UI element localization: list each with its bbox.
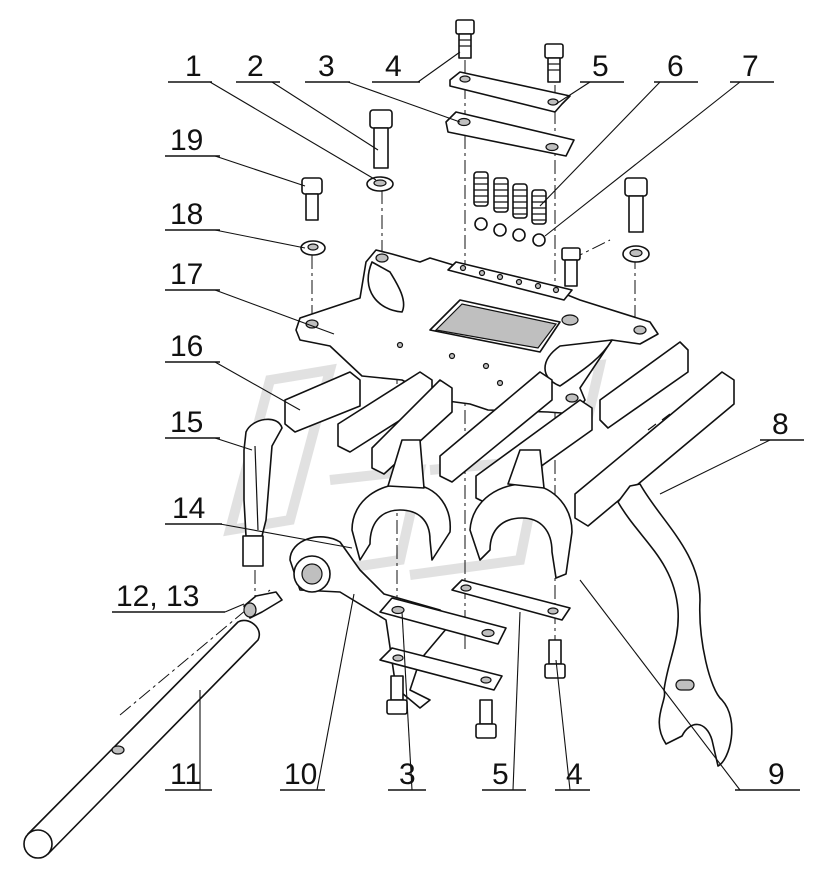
lock-plate-bottom-right [451,579,571,621]
washer-right [622,245,650,263]
shift-rail-16 [284,371,361,433]
callout-label-5-bottom: 5 [492,758,509,791]
lock-plate-bottom-left-hole-a [392,654,404,662]
callout-5-top: 5 [580,50,624,83]
callout-label-2: 2 [247,50,264,83]
cover-plate-bottom-hole-a [391,605,405,615]
bolt-part-2 [369,109,393,169]
shift-fork-right-stem [507,449,545,489]
cover-plate-top-hole-b [545,142,559,152]
bolt-right-upper [624,177,648,233]
bolt-bottom-right [544,639,566,679]
bolt-bottom-middle [475,699,497,739]
callout-label-11: 11 [170,758,201,791]
grease-fitting-part-12-13 [243,591,283,619]
callout-19: 19 [165,124,220,157]
callout-4-top: 4 [372,50,420,83]
shift-rail-back-right [599,341,689,429]
long-shift-fork-part-8 [617,483,733,767]
cover-plate-bottom-hole-b [481,628,495,638]
callout-label-7: 7 [742,50,759,83]
washer-part-18 [300,240,326,256]
lock-plate-top [449,71,571,113]
detent-springs-part-6 [473,171,547,225]
cover-plate-top [445,111,575,157]
shaft-part-11 [23,619,261,859]
callout-1: 1 [168,50,212,83]
callout-14: 14 [165,492,222,525]
housing-arm-left [367,261,405,313]
shift-fork-right [469,483,573,579]
shift-fork-middle [351,483,451,561]
shift-rail-inner-b [371,379,453,475]
callout-label-19: 19 [170,124,203,157]
shift-fork-middle-stem [387,439,425,489]
selector-lever-part-15 [243,418,283,537]
bolt-top-right [544,43,564,83]
shift-rail-notched [574,371,735,527]
callout-5-bottom: 5 [482,758,526,791]
washer-part-1 [366,176,394,192]
selector-lever-edge [254,445,259,531]
callout-label-9: 9 [768,758,785,791]
rail-notch-marks [647,413,671,431]
lock-plate-bottom-right-hole-b [547,607,559,615]
callout-label-10: 10 [284,758,317,791]
callout-label-3-top: 3 [318,50,335,83]
bolt-right-small [561,247,581,287]
detent-balls-part-7 [474,217,546,247]
callout-6: 6 [654,50,698,83]
callout-2: 2 [236,50,280,83]
bolt-top-left [455,19,475,59]
selector-lever-pin [242,535,264,567]
callout-3-top: 3 [305,50,350,83]
callout-18: 18 [165,198,220,231]
callout-label-1: 1 [185,50,202,83]
lock-plate-top-hole-a [459,75,471,83]
callout-16: 16 [165,330,220,363]
callout-15: 15 [165,406,220,439]
lock-plate-top-hole-b [547,98,559,106]
callout-9: 9 [735,758,800,791]
shift-lever-eye-bore [301,563,323,585]
callout-label-17: 17 [170,258,203,291]
callout-17: 17 [165,258,220,291]
leader-lines [199,51,771,791]
callout-10: 10 [280,758,325,791]
housing-arm-right [544,339,613,387]
lock-plate-bottom-left-hole-b [480,676,492,684]
callout-label-6: 6 [667,50,684,83]
cover-plate-bottom [379,597,507,645]
callout-7: 7 [730,50,774,83]
housing-window-inner [434,303,558,349]
callout-12-13: 12, 13 [112,580,225,613]
shift-rail-inner-c [439,371,553,483]
callout-label-14: 14 [172,492,205,525]
callout-label-8: 8 [772,408,789,441]
housing-holes [305,253,647,403]
housing-detent-strip [447,261,573,301]
callout-label-15: 15 [170,406,203,439]
callout-label-4-bottom: 4 [566,758,583,791]
lock-plate-bottom-right-hole-a [460,584,472,592]
callout-label-16: 16 [170,330,203,363]
bolt-part-19 [301,177,323,221]
lock-plate-bottom-left [379,647,503,691]
callout-label-4-top: 4 [385,50,402,83]
long-shift-fork-slot [675,679,695,691]
callout-label-5-top: 5 [592,50,609,83]
callout-label-3-bottom: 3 [399,758,416,791]
cover-plate-top-hole-a [457,117,471,127]
callout-label-18: 18 [170,198,203,231]
callout-label-12-13: 12, 13 [116,580,199,613]
callout-4-bottom: 4 [555,758,590,791]
callout-8: 8 [760,408,804,441]
callout-11: 11 [165,758,212,791]
callout-3-bottom: 3 [388,758,426,791]
